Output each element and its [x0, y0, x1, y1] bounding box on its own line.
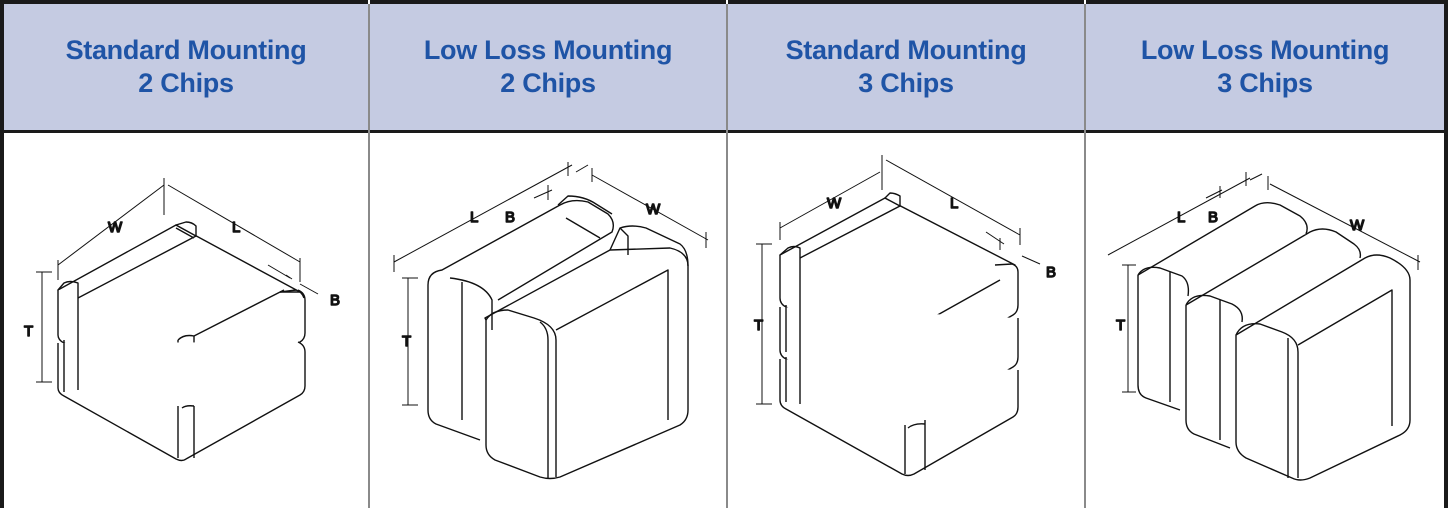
column-divider [368, 4, 370, 508]
dimension-label-l: L [470, 209, 478, 226]
dimension-label-b: B [1208, 209, 1218, 226]
dimension-lines [1107, 172, 1421, 393]
chip-bottom [779, 354, 1019, 477]
dimension-label-b: B [1046, 264, 1056, 281]
header-cell-1: Standard Mounting 2 Chips [4, 0, 368, 133]
header-title-line2: 2 Chips [138, 68, 234, 98]
dimension-label-w: W [108, 219, 123, 236]
diagram-standard-2-chips: W L B T [23, 178, 341, 462]
header-title-line1: Standard Mounting [785, 35, 1027, 65]
dimension-label-t: T [402, 333, 411, 350]
dimension-label-w: W [646, 201, 661, 218]
table-right-border [1444, 0, 1448, 508]
dimension-lines [756, 155, 1041, 405]
chip-bottom [57, 337, 306, 462]
header-cell-2: Low Loss Mounting 2 Chips [370, 0, 726, 133]
header-title-line1: Low Loss Mounting [1140, 35, 1390, 65]
dimension-label-b: B [330, 292, 340, 309]
chip-back [427, 195, 615, 441]
table-left-border [0, 0, 4, 508]
dimension-label-b: B [505, 209, 515, 226]
dimension-label-t: T [1116, 317, 1125, 334]
dimension-label-l: L [232, 219, 240, 236]
column-divider [1084, 4, 1086, 508]
header-title-line1: Low Loss Mounting [423, 35, 673, 65]
header-cell-4: Low Loss Mounting 3 Chips [1086, 0, 1444, 133]
header-title-line2: 3 Chips [858, 68, 954, 98]
header-title-line1: Standard Mounting [65, 35, 307, 65]
dimension-label-w: W [1350, 217, 1365, 234]
chip-back [1137, 202, 1308, 411]
dimension-label-t: T [24, 323, 33, 340]
diagram-low-loss-2-chips: L B W T [393, 162, 709, 480]
chip-middle [1185, 228, 1362, 449]
dimension-lines [36, 178, 319, 383]
dimension-label-l: L [950, 195, 958, 212]
chip-front [484, 225, 689, 480]
header-title-line2: 2 Chips [500, 68, 596, 98]
column-divider [726, 4, 728, 508]
dimension-label-w: W [827, 195, 842, 212]
dimension-label-l: L [1177, 209, 1185, 226]
diagram-low-loss-3-chips: L B W T [1107, 172, 1421, 481]
header-title-line2: 3 Chips [1217, 68, 1313, 98]
dimension-label-t: T [754, 317, 763, 334]
chip-front [1235, 254, 1411, 481]
dimension-lines [393, 162, 709, 406]
header-cell-3: Standard Mounting 3 Chips [728, 0, 1084, 133]
diagram-standard-3-chips: W L B T [753, 155, 1057, 477]
